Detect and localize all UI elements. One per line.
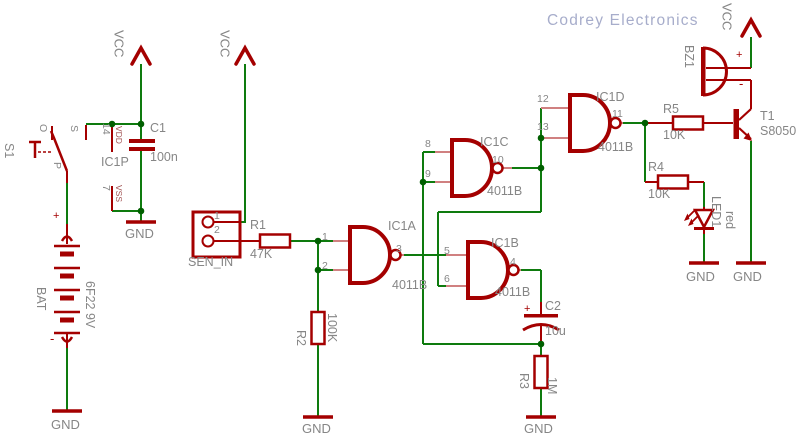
gate-pin-stubs [333, 107, 623, 287]
resistor-r4 [656, 174, 690, 190]
buzzer-plus-mark: + [736, 49, 743, 61]
power-ic-ref: IC1P [101, 155, 129, 169]
gate-a-ref: IC1A [388, 219, 416, 233]
led-ref: LED1 [709, 196, 724, 228]
net-wires [66, 37, 752, 416]
power-ic-vss-pin: 7 [100, 185, 113, 191]
gnd-symbol-icon [52, 220, 766, 419]
r5-value: 10K [663, 128, 686, 142]
buzzer-bz1-symbol [701, 46, 728, 97]
r5-ref: R5 [663, 102, 679, 116]
resistor-r3 [533, 354, 549, 390]
gnd-label-c1: GND [125, 226, 154, 241]
c2-value: 10u [545, 324, 566, 338]
switch-pole-label: P [51, 162, 64, 170]
r1-value: 47K [250, 247, 273, 261]
switch-open-label: O [37, 124, 50, 133]
led1-symbol [684, 208, 716, 230]
c2-plus-mark: + [524, 303, 531, 315]
r1-ref: R1 [250, 218, 266, 232]
r3-value: 1M [545, 377, 560, 395]
battery-plus-mark: + [53, 210, 60, 222]
r4-ref: R4 [648, 160, 664, 174]
transistor-value: S8050 [760, 124, 797, 138]
nand-gate-ic1c [450, 138, 504, 198]
component-leads [66, 67, 752, 348]
c1-value: 100n [150, 150, 178, 164]
gnd-label-r2: GND [302, 421, 331, 436]
vcc-label-2: VCC [217, 30, 233, 58]
battery-symbol [54, 235, 80, 343]
resistor-r5 [671, 115, 705, 131]
resistor-r2 [310, 310, 326, 346]
gate-a-pin-in2: 2 [322, 260, 328, 272]
gate-d-pin-out: 11 [612, 108, 623, 120]
transistor-ref: T1 [760, 109, 775, 123]
gate-b-ref: IC1B [491, 236, 519, 250]
nand-gate-ic1d [568, 93, 622, 153]
nand-gate-ic1a [348, 225, 402, 285]
nand-gate-ic1b [466, 240, 520, 300]
power-ic-vdd-name: VDD [113, 126, 124, 144]
battery-ref: BAT [34, 287, 49, 311]
gate-c-pin-in1: 8 [425, 138, 431, 150]
gnd-label-led: GND [686, 269, 715, 284]
c2-ref: C2 [545, 299, 561, 313]
gate-c-value: 4011B [487, 184, 523, 198]
r3-ref: R3 [517, 373, 532, 389]
led-value: red [723, 211, 738, 230]
buzzer-ref: BZ1 [682, 45, 697, 68]
r2-value: 100K [325, 313, 340, 343]
gate-a-pin-in1: 1 [322, 231, 328, 243]
battery-value: 6F22 9V [83, 281, 98, 329]
connector-pin1: 1 [214, 210, 220, 222]
resistor-symbols [258, 115, 705, 390]
power-ic-vss-name: VSS [113, 185, 124, 203]
connector-pin2: 2 [214, 224, 220, 236]
gate-b-pin-in1: 5 [444, 245, 450, 257]
power-ic-vdd-pin: 14 [100, 123, 113, 135]
gate-b-pin-out: 4 [510, 256, 516, 268]
connector-ref: SEN_IN [188, 255, 234, 269]
gate-d-ref: IC1D [596, 90, 625, 104]
gate-d-pin-in2: 13 [537, 121, 549, 133]
capacitor-c1-symbol [129, 139, 155, 151]
gate-b-pin-in2: 6 [444, 273, 450, 285]
buzzer-minus-mark: - [739, 76, 744, 91]
resistor-r1 [258, 233, 292, 249]
switch-close-label: S [68, 125, 81, 133]
switch-ref: S1 [2, 143, 17, 159]
gate-a-pin-out: 3 [396, 243, 402, 255]
transistor-t1-symbol [733, 108, 752, 141]
capacitor-c2-symbol [522, 314, 560, 332]
gate-d-pin-in1: 12 [537, 93, 549, 105]
vcc-label-3: VCC [719, 3, 735, 31]
connector-sen-in-symbol [191, 210, 242, 259]
battery-minus-mark: - [50, 331, 55, 346]
vcc-symbol-icon [130, 16, 762, 66]
gate-b-value: 4011B [495, 285, 531, 299]
gnd-label-t1: GND [733, 269, 762, 284]
gate-c-pin-out: 10 [492, 154, 504, 166]
switch-s1-symbol [29, 125, 87, 183]
r2-ref: R2 [294, 330, 309, 346]
c1-ref: C1 [150, 121, 166, 135]
gnd-label-bat: GND [51, 417, 80, 432]
gnd-label-r3: GND [524, 421, 553, 436]
watermark-text: Codrey Electronics [547, 12, 699, 29]
junction-dots [108, 119, 649, 348]
vcc-label-1: VCC [111, 30, 127, 58]
r4-value: 10K [648, 187, 671, 201]
gate-d-value: 4011B [598, 140, 634, 154]
gate-c-ref: IC1C [480, 135, 509, 149]
nand-gate-symbols [348, 93, 622, 300]
gate-c-pin-in2: 9 [425, 168, 431, 180]
gate-a-value: 4011B [392, 278, 428, 292]
